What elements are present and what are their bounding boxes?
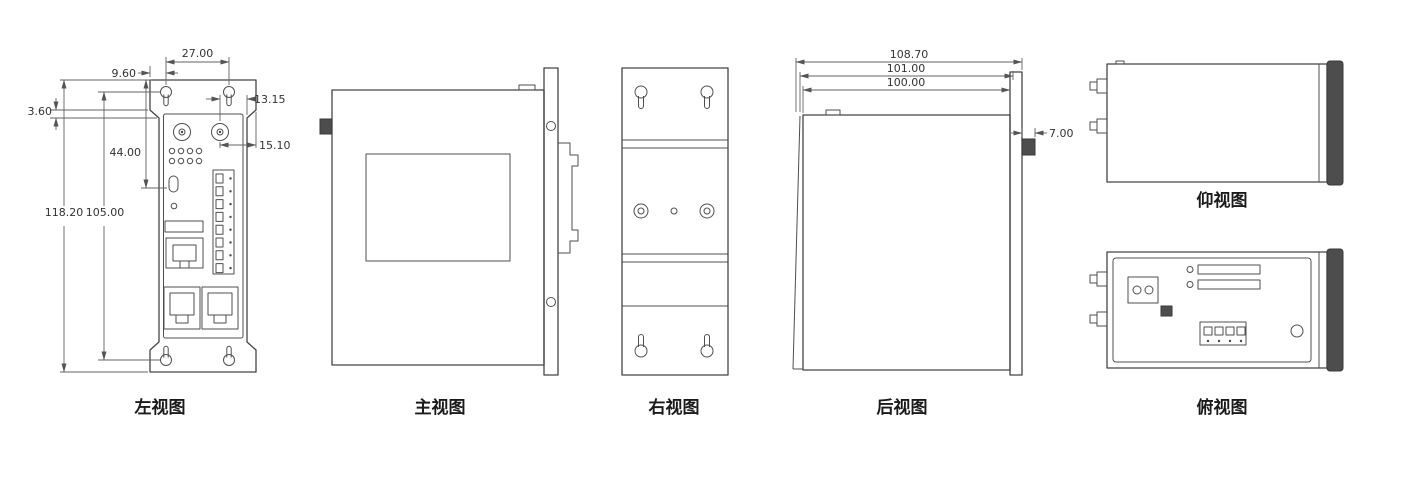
- terminal-block: [212, 169, 235, 275]
- bottom-din-clip: [1326, 60, 1344, 186]
- side-stub: [319, 118, 333, 135]
- dim-flange-step: 3.60: [28, 105, 53, 118]
- dim-total-height: 118.20: [45, 206, 84, 219]
- dim-top-width: 27.00: [182, 47, 214, 60]
- right-keyholes-top: [634, 85, 714, 109]
- front-body: [331, 89, 545, 366]
- top-antenna-connectors: [1089, 271, 1108, 327]
- view-label-right: 右视图: [649, 397, 700, 418]
- ethernet-port-mid: [165, 237, 204, 269]
- left-view-dimensions: 27.00 9.60 13.15 15.10 44.00 3.60 118.20…: [28, 47, 291, 373]
- bottom-view: 仰视图: [1089, 60, 1344, 211]
- view-label-front: 主视图: [415, 397, 466, 418]
- dim-bracket-width: 101.00: [887, 62, 926, 75]
- front-view: 主视图: [319, 67, 579, 418]
- dim-antenna-spacing: 15.10: [259, 139, 291, 152]
- rear-knob: [1021, 138, 1036, 156]
- right-screw-bosses: [633, 203, 715, 219]
- io-terminal: [1199, 321, 1247, 346]
- led-indicators: [168, 147, 203, 165]
- rear-edge-chamfer: [792, 115, 801, 370]
- view-label-rear: 后视图: [877, 397, 928, 418]
- top-face-outline: [1112, 257, 1312, 363]
- plate-screw-top: [546, 121, 556, 131]
- rear-body: [802, 114, 1011, 371]
- rear-view: 108.70 101.00 100.00 7.00 后视图: [792, 48, 1074, 418]
- dim-overall-width: 108.70: [890, 48, 929, 61]
- rear-top-notch: [825, 109, 841, 116]
- view-label-left: 左视图: [135, 397, 186, 418]
- dim-knob-width: 7.00: [1049, 127, 1074, 140]
- rear-din-plate: [1009, 71, 1023, 376]
- din-rail-clip: [558, 142, 579, 254]
- bottom-top-notch: [1115, 60, 1125, 65]
- left-view-outline: [149, 79, 257, 373]
- sim-slots: [1186, 264, 1261, 290]
- power-terminal: [1127, 276, 1159, 304]
- top-din-clip: [1326, 248, 1344, 372]
- dim-antenna-to-edge: 13.15: [254, 93, 286, 106]
- view-label-top: 俯视图: [1197, 397, 1248, 418]
- dim-top-to-usb: 44.00: [110, 146, 142, 159]
- top-notch: [518, 84, 536, 91]
- view-label-bottom: 仰视图: [1197, 190, 1248, 211]
- reset-hole: [170, 202, 178, 210]
- rear-view-dimensions: 108.70 101.00 100.00 7.00: [795, 48, 1074, 140]
- bottom-body: [1106, 63, 1328, 183]
- din-plate: [543, 67, 559, 376]
- top-view: 俯视图: [1089, 248, 1344, 418]
- top-body: [1106, 251, 1328, 369]
- mounting-keyholes: [160, 86, 235, 366]
- dim-body-width: 100.00: [887, 76, 926, 89]
- side-hole: [1290, 324, 1304, 338]
- front-panel: [163, 113, 244, 339]
- label-area: [365, 153, 511, 262]
- sim-slot: [164, 220, 204, 233]
- left-view: 27.00 9.60 13.15 15.10 44.00 3.60 118.20…: [28, 47, 291, 418]
- dim-top-offset: 9.60: [112, 67, 137, 80]
- antenna-connectors: [173, 123, 229, 141]
- right-panel-lines: [622, 139, 728, 307]
- dim-hole-spacing: 105.00: [86, 206, 125, 219]
- right-view: 右视图: [621, 67, 729, 418]
- plate-screw-bottom: [546, 297, 556, 307]
- right-keyholes-bottom: [634, 334, 714, 358]
- reset-button: [1160, 305, 1173, 317]
- usb-port: [168, 175, 179, 193]
- right-body: [621, 67, 729, 376]
- bottom-antenna-connectors: [1089, 78, 1108, 134]
- ethernet-ports-bottom: [163, 286, 239, 330]
